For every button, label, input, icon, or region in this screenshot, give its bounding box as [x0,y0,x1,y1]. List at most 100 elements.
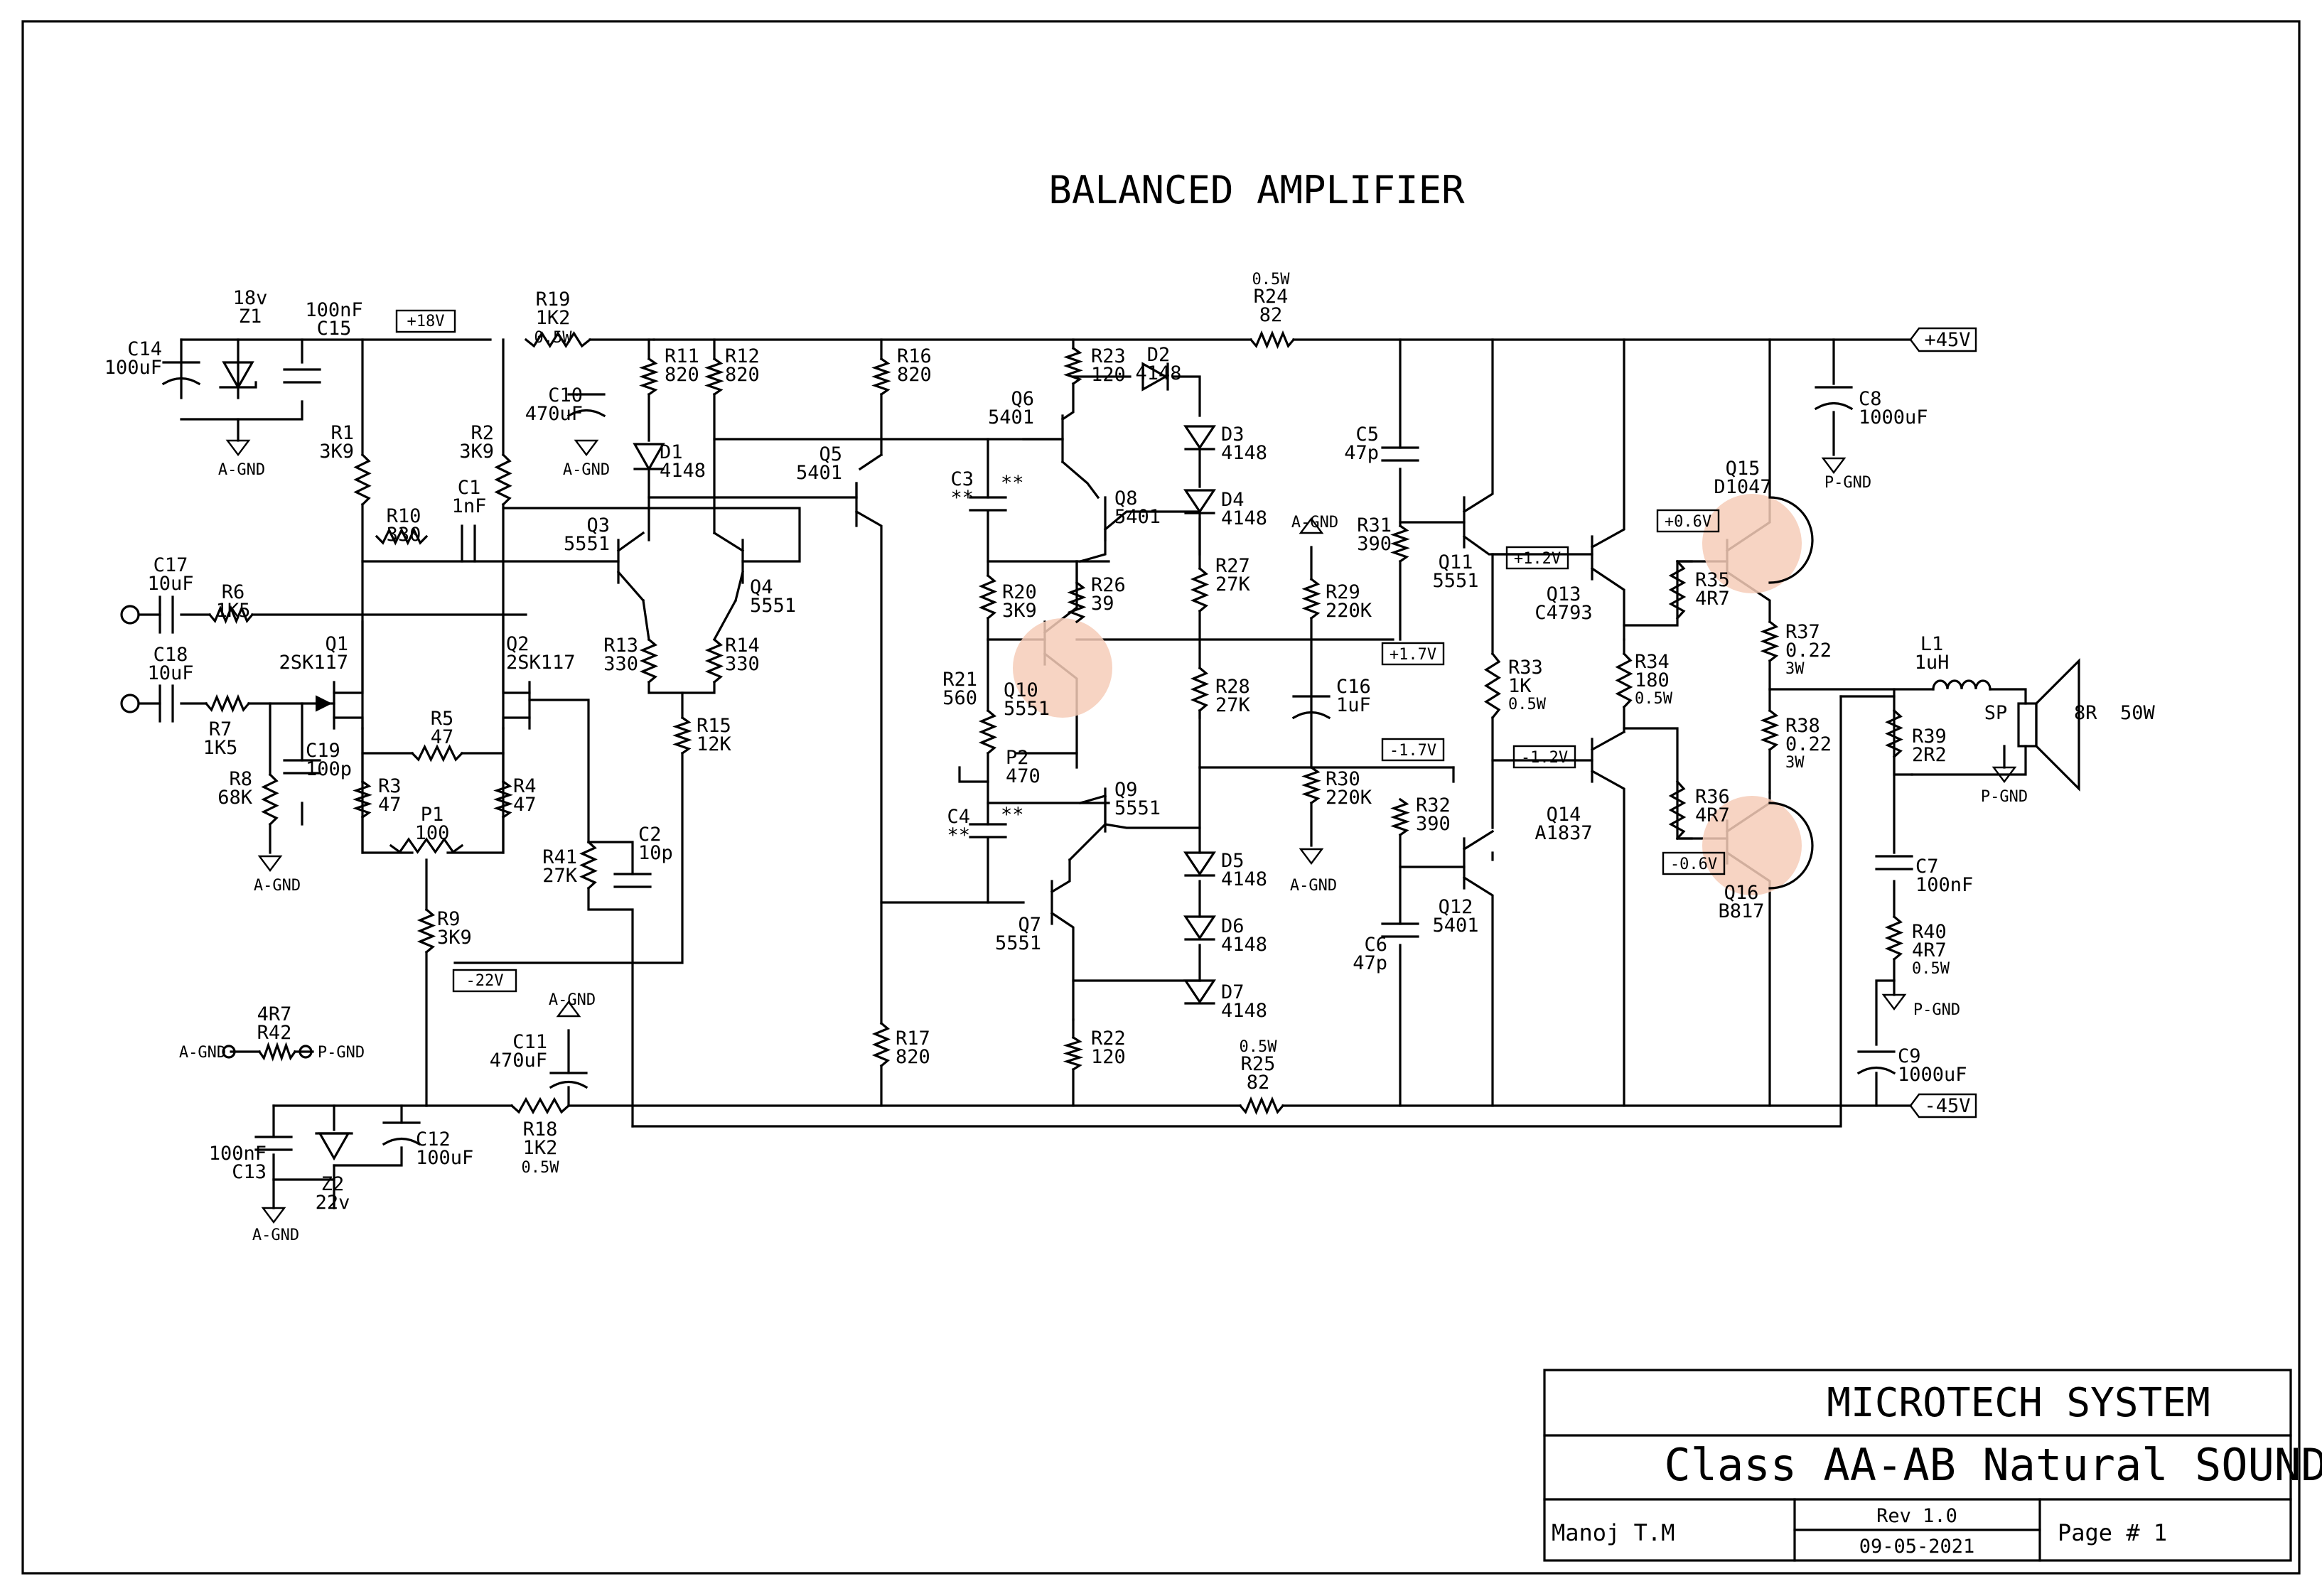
ref-z2: Z2 [321,1173,345,1195]
rail-neg22-label: -22V [466,972,504,990]
ref-d2: D2 [1147,344,1171,366]
ref-c12: C12 [416,1128,451,1150]
ref-q9: Q9 [1114,779,1138,801]
resistor-r4 [493,780,513,819]
value-r25: 82 [1247,1072,1270,1094]
value-r39: 2R2 [1912,744,1947,766]
ref-c8: C8 [1859,388,1882,410]
resistor-r27 [1190,566,1210,613]
ref-p1: P1 [421,804,444,826]
ref-r16: R16 [897,345,932,367]
resistor-r18 [510,1096,571,1115]
agnd-label: A-GND [252,1226,299,1244]
value-q9: 5551 [1114,797,1161,819]
ref-r38: R38 [1785,715,1820,737]
resistor-r22 [1063,1035,1084,1072]
resistor-r41 [579,840,598,890]
rail-flag-pos45: +45V [1909,327,1977,352]
resistor-r29 [1301,577,1321,620]
v-neg06: -0.6V [1670,856,1717,873]
tb-revision: Rev 1.0 [1876,1505,1957,1527]
ref-r11: R11 [665,345,699,367]
ref-d7: D7 [1221,981,1245,1003]
value-r34: 180 [1635,669,1670,691]
value-c13: 100nF [209,1143,267,1165]
resistor-r2 [494,453,512,507]
value-d6: 4148 [1221,934,1267,956]
ref-q13: Q13 [1547,583,1581,605]
ref-c9: C9 [1898,1045,1921,1067]
value-r33: 1K [1508,675,1532,697]
ref-r12: R12 [725,345,760,367]
voltage-annotations: +1.7V -1.7V +1.2V -1.2V +0.6V -0.6V [1381,509,1726,875]
ref-c18: C18 [154,644,188,666]
value-r17: 820 [896,1046,930,1068]
ref-c5: C5 [1355,424,1379,446]
value-q1: 2SK117 [279,652,348,674]
ref-r20: R20 [1002,581,1037,603]
ref-r27: R27 [1215,555,1250,577]
value-r41: 27K [542,865,578,887]
agnd-label: A-GND [218,461,265,479]
ref-q14: Q14 [1547,804,1581,826]
ref-c2: C2 [638,824,662,846]
ref-r25: R25 [1241,1053,1276,1075]
ref-r34: R34 [1635,651,1670,673]
value-q14: A1837 [1534,822,1592,844]
ref-r8: R8 [229,768,252,790]
rating-r37: 3W [1785,660,1805,678]
value-r14: 330 [725,653,760,675]
value-c7: 100nF [1915,874,1973,896]
power-sp: 50W [2120,702,2156,724]
wiring [137,338,2027,1209]
pgnd-label: P-GND [1913,1001,1960,1019]
value-p2: 470 [1006,765,1041,787]
resistor-r6 [208,605,254,625]
c4-star: ** [1001,804,1024,826]
value-c4: ** [947,824,970,846]
value-z1: 18v [233,287,268,309]
resistor-r13 [639,637,659,684]
resistor-r9 [416,907,436,954]
ref-q2: Q2 [506,633,530,655]
resistor-r35 [1668,559,1687,620]
ref-r36: R36 [1695,786,1730,808]
rating-r40: 0.5W [1912,960,1950,978]
resistor-r36 [1668,780,1687,841]
value-c18: 10uF [147,662,193,684]
v-pos12: +1.2V [1514,550,1561,568]
resistor-r16 [871,357,891,397]
value-r4: 47 [513,794,537,816]
value-r27: 27K [1215,573,1251,595]
value-r7: 1K5 [203,737,238,759]
value-r32: 390 [1416,813,1451,835]
v-pos17: +1.7V [1390,646,1436,664]
resistor-r15 [672,716,692,755]
resistor-r7 [204,694,251,713]
value-c14: 100uF [104,357,162,379]
ref-r26: R26 [1091,574,1126,596]
value-r26: 39 [1091,593,1114,615]
value-q10: 5551 [1004,698,1050,720]
ref-c14: C14 [127,338,162,360]
value-r6: 1K5 [216,600,251,622]
ref-c1: C1 [458,477,481,499]
resistor-r28 [1190,666,1210,713]
resistor-r1 [353,453,372,507]
value-q13: C4793 [1534,602,1592,624]
highlight-q10 [1013,618,1112,718]
value-r37: 0.22 [1785,640,1832,662]
pgnd-terminal [299,1045,313,1059]
ref-r29: R29 [1326,581,1360,603]
ref-r24: R24 [1254,286,1289,308]
ref-r23: R23 [1091,345,1126,367]
resistor-r21 [978,708,998,755]
rating-r19: 0.5W [534,329,573,347]
agnd-label: A-GND [1291,514,1338,532]
resistor-r14 [704,637,724,684]
rail-pos18-label: +18V [407,313,445,330]
speaker-symbol [2017,658,2080,792]
ref-z1: Z1 [239,306,262,328]
value-c11: 470uF [490,1050,547,1072]
rail-flag-pos18: +18V [395,309,456,333]
